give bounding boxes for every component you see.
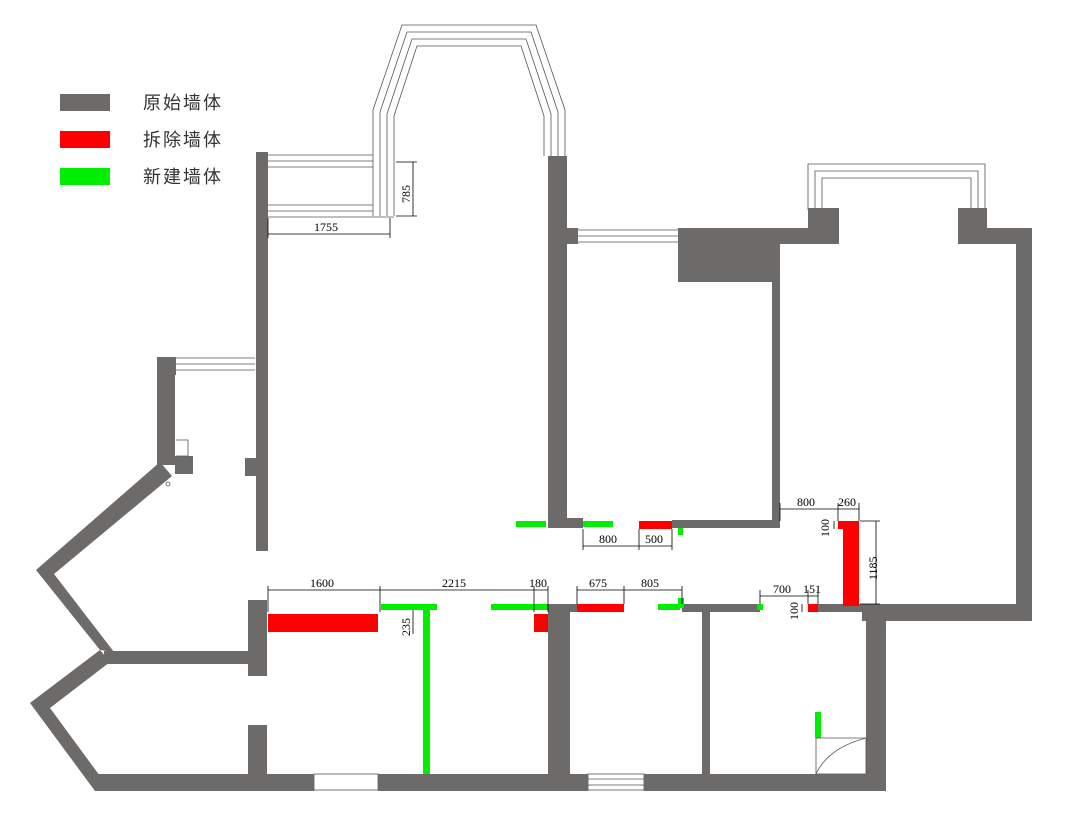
wall-segment bbox=[808, 208, 839, 244]
legend-label-original: 原始墙体 bbox=[143, 93, 223, 114]
wall-segment bbox=[36, 462, 172, 652]
wall-segment bbox=[772, 282, 780, 522]
window-bedroom-top bbox=[578, 229, 678, 243]
wall-segment bbox=[245, 458, 257, 476]
wall-segment bbox=[567, 518, 583, 528]
wall-segment bbox=[157, 357, 176, 375]
legend: 原始墙体 拆除墙体 新建墙体 bbox=[60, 93, 223, 188]
dim-800-mid: 800 bbox=[599, 532, 617, 546]
balcony-left bbox=[268, 154, 394, 218]
dimension-lines: 1755 785 800 500 800 260 100 1185 bbox=[267, 161, 880, 636]
dim-260: 260 bbox=[838, 495, 856, 509]
wall-segment bbox=[175, 456, 193, 474]
window-bottom-left bbox=[313, 773, 379, 791]
dim-805: 805 bbox=[641, 576, 659, 590]
legend-swatch-new bbox=[60, 168, 110, 185]
new-segment bbox=[583, 521, 613, 527]
wall-segment bbox=[548, 604, 570, 791]
wall-segment bbox=[95, 774, 314, 791]
wall-segment bbox=[682, 604, 760, 612]
new-segment bbox=[491, 604, 548, 610]
dim-balcony-width: 1755 bbox=[314, 220, 338, 234]
dim-100-upper: 100 bbox=[818, 519, 832, 537]
demolished-segment bbox=[843, 521, 859, 606]
wall-segment bbox=[256, 152, 268, 551]
bay-window-top bbox=[372, 24, 566, 216]
wall-segment bbox=[548, 604, 578, 612]
demolished-segment bbox=[268, 614, 378, 632]
fixtures bbox=[165, 439, 867, 775]
wall-segment bbox=[702, 604, 710, 774]
wall-segment bbox=[104, 651, 259, 664]
wall-segment bbox=[378, 774, 588, 791]
shower-corner bbox=[815, 737, 867, 775]
original-walls bbox=[30, 152, 1032, 791]
wall-segment bbox=[548, 228, 578, 244]
wall-segment bbox=[866, 604, 886, 791]
dim-2215: 2215 bbox=[442, 576, 466, 590]
wall-segment bbox=[672, 520, 780, 528]
wall-segment bbox=[248, 725, 267, 777]
dim-balcony-depth: 785 bbox=[399, 185, 413, 203]
new-segment bbox=[516, 521, 546, 527]
drain-circle bbox=[165, 481, 171, 487]
wall-segment bbox=[818, 604, 866, 612]
dim-151: 151 bbox=[803, 582, 821, 596]
dim-100-lower: 100 bbox=[787, 602, 801, 620]
legend-swatch-original bbox=[60, 94, 110, 111]
demolished-segment bbox=[838, 521, 859, 529]
demolished-walls bbox=[268, 521, 859, 632]
demolished-segment bbox=[577, 604, 624, 612]
wall-segment bbox=[1016, 228, 1032, 621]
dim-1600: 1600 bbox=[310, 576, 334, 590]
new-segment bbox=[423, 604, 430, 774]
legend-label-demolished: 拆除墙体 bbox=[143, 130, 223, 151]
new-walls bbox=[381, 521, 821, 774]
dim-500: 500 bbox=[645, 532, 663, 546]
new-segment bbox=[658, 604, 680, 610]
wall-segment bbox=[157, 357, 175, 465]
dim-180: 180 bbox=[529, 576, 547, 590]
wall-segment bbox=[770, 228, 808, 244]
new-segment bbox=[757, 604, 763, 610]
wall-segment bbox=[248, 600, 267, 676]
demolished-segment bbox=[808, 604, 818, 612]
new-segment bbox=[678, 528, 683, 535]
window-left-small bbox=[176, 357, 255, 371]
new-segment bbox=[815, 712, 821, 738]
demolished-segment bbox=[534, 614, 548, 632]
shower-arc bbox=[815, 737, 867, 775]
bay-window-right bbox=[807, 163, 986, 210]
dim-1185: 1185 bbox=[866, 556, 880, 580]
wall-segment bbox=[958, 228, 1032, 244]
legend-swatch-demolished bbox=[60, 131, 110, 148]
dim-675: 675 bbox=[589, 576, 607, 590]
demolished-segment bbox=[639, 521, 672, 529]
new-segment bbox=[678, 598, 684, 608]
legend-label-new: 新建墙体 bbox=[143, 167, 223, 188]
new-segment bbox=[381, 604, 437, 610]
dim-235: 235 bbox=[399, 618, 413, 636]
dim-800-right: 800 bbox=[797, 495, 815, 509]
wall-segment bbox=[644, 774, 886, 791]
wall-segment bbox=[548, 156, 567, 528]
closet-door bbox=[176, 439, 189, 457]
dim-700: 700 bbox=[773, 582, 791, 596]
window-bottom-mid bbox=[587, 773, 645, 791]
wall-segment bbox=[30, 650, 110, 791]
wall-segment bbox=[862, 604, 1032, 621]
wall-segment bbox=[678, 228, 780, 282]
